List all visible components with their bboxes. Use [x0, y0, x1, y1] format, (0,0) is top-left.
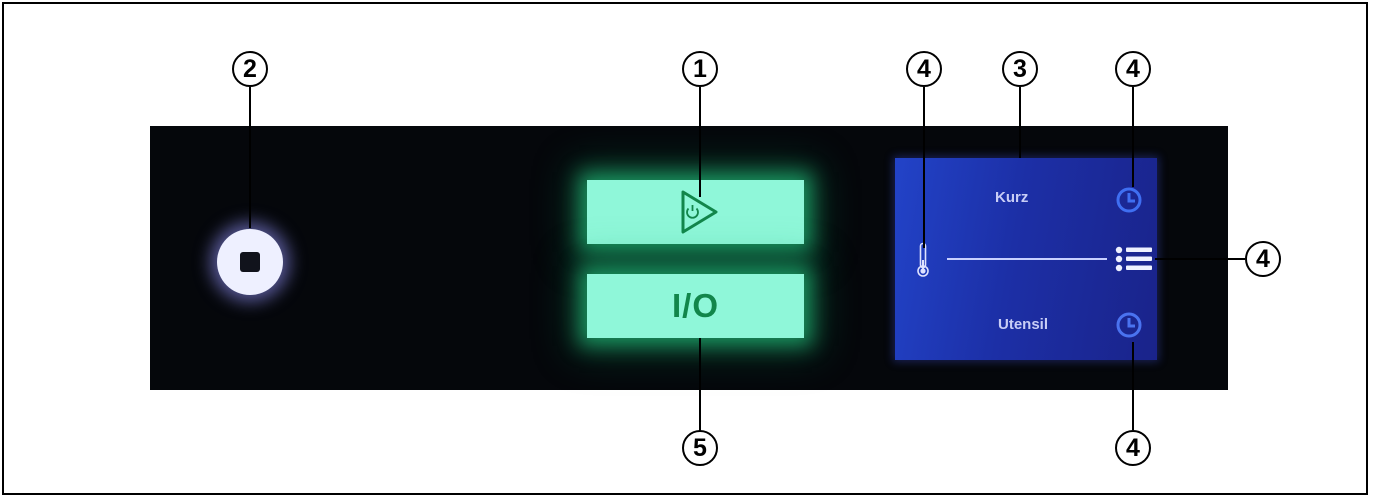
program-utensil-label[interactable]: Utensil [998, 316, 1049, 333]
program-kurz-label[interactable]: Kurz [995, 189, 1029, 206]
callout-circle-4d [1115, 430, 1151, 466]
callout-number-4b: 4 [1126, 55, 1140, 83]
callout-circle-4b [1115, 51, 1151, 87]
screen-divider-line [947, 258, 1107, 260]
callout-number-4a: 4 [917, 55, 931, 83]
display-screen[interactable]: Kurz Utensil [895, 158, 1157, 360]
callout-number-2: 2 [243, 55, 257, 83]
callout-number-5: 5 [693, 434, 707, 462]
callout-circle-2 [232, 51, 268, 87]
clock-icon[interactable] [1116, 312, 1142, 338]
callout-circle-4a [906, 51, 942, 87]
on-off-label: I/O [671, 287, 719, 324]
stop-button[interactable] [217, 229, 283, 295]
list-menu-icon[interactable] [1114, 245, 1154, 273]
callout-number-4d: 4 [1126, 434, 1140, 462]
start-play-power-icon [681, 190, 718, 234]
stop-icon [240, 252, 260, 272]
callout-circle-5 [682, 430, 718, 466]
start-button[interactable] [587, 180, 804, 244]
on-off-button[interactable]: I/O [587, 274, 804, 338]
callout-circle-4c [1245, 241, 1281, 277]
callout-number-1: 1 [693, 55, 707, 83]
callout-circle-1 [682, 51, 718, 87]
callout-number-4c: 4 [1256, 245, 1270, 273]
clock-icon[interactable] [1116, 187, 1142, 213]
callout-circle-3 [1002, 51, 1038, 87]
callout-number-3: 3 [1013, 55, 1027, 83]
